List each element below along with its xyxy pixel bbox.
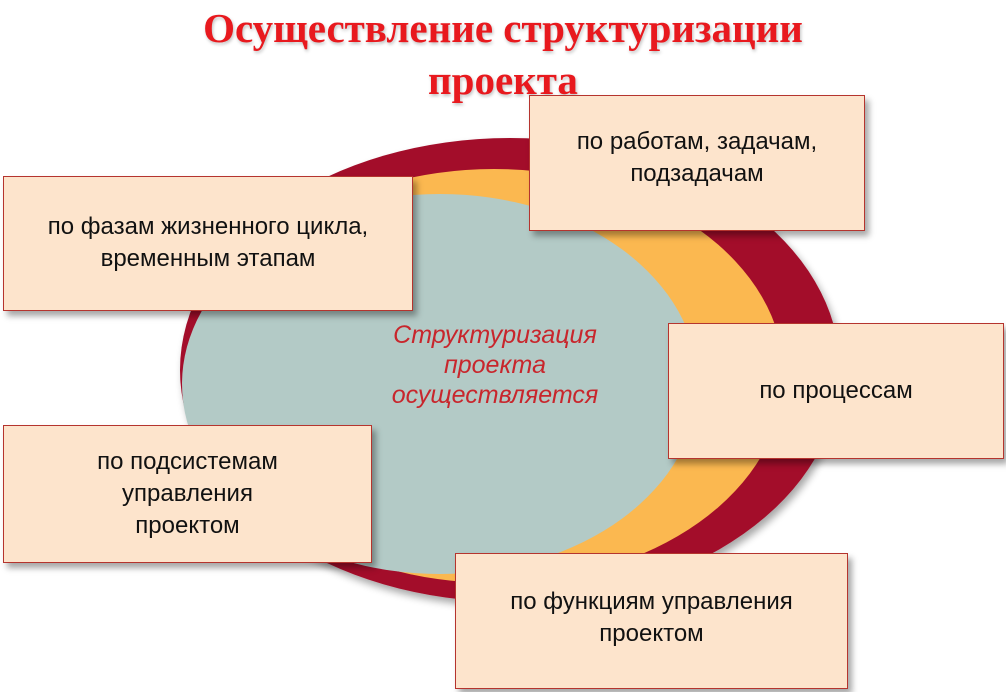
center-line-2: проекта [443,351,546,379]
box-by-functions: по функциям управления проектом [455,553,848,689]
box-by-phases-line-1: по фазам жизненного цикла, [47,213,369,240]
center-line-1: Структуризация [393,321,597,349]
box-by-functions-line-1: по функциям управления [510,588,793,615]
box-by-functions-line-2: проектом [599,620,704,647]
box-by-subsystems-line-2: управления [122,480,253,507]
box-by-processes-line-1: по процессам [759,377,913,404]
box-by-processes: по процессам [668,323,1004,459]
box-by-subsystems-line-1: по подсистемам [97,448,278,475]
box-by-phases-line-2: временным этапам [100,245,316,272]
box-by-phases: по фазам жизненного цикла, временным эта… [3,176,413,311]
box-by-subsystems-line-3: проектом [135,512,240,539]
center-line-3: осуществляется [391,381,599,409]
box-by-works-line-2: подзадачам [630,160,764,187]
center-label: Структуризация проекта осуществляется [340,320,650,410]
box-by-works-line-1: по работам, задачам, [576,128,818,155]
page-title: Осуществление структуризации проекта [0,2,1006,106]
box-by-subsystems: по подсистемам управления проектом [3,425,372,563]
box-by-works: по работам, задачам, подзадачам [529,95,865,231]
title-line-1: Осуществление структуризации [203,5,803,51]
